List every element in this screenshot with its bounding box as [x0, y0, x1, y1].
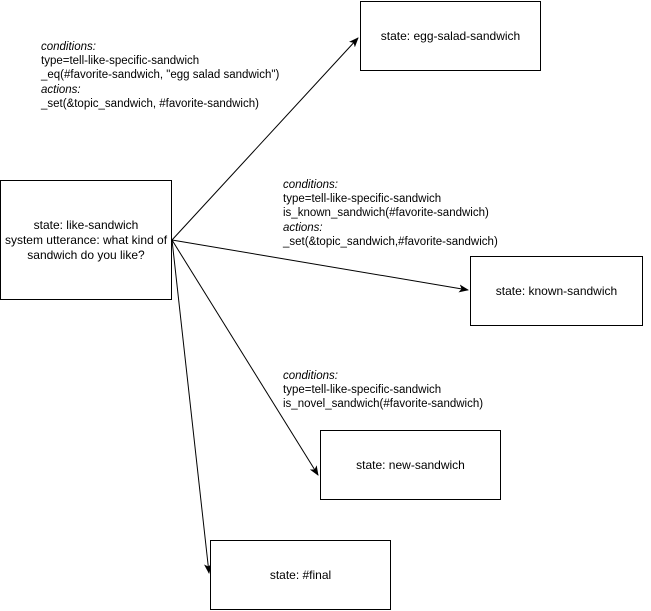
action-line: _set(&topic_sandwich, #favorite-sandwich…	[41, 97, 259, 110]
arrow-to-known-sandwich[interactable]	[171, 239, 469, 293]
condition-line: type=tell-like-specific-sandwich	[283, 193, 442, 206]
state-egg-salad-sandwich[interactable]: state: egg-salad-sandwich	[360, 1, 541, 71]
action-line: _set(&topic_sandwich,#favorite-sandwich)	[283, 235, 498, 248]
condition-line: is_known_sandwich(#favorite-sandwich)	[283, 207, 489, 220]
state-final-label: state: #final	[269, 567, 332, 582]
conditions-heading: conditions:	[283, 179, 338, 191]
state-like-sandwich-line-2: system utterance: what kind of	[4, 232, 168, 247]
state-known-sandwich-label: state: known-sandwich	[495, 283, 618, 298]
conditions-heading: conditions:	[283, 370, 338, 382]
edge-label-new-sandwich: conditions: type=tell-like-specific-sand…	[283, 369, 483, 412]
condition-line: is_novel_sandwich(#favorite-sandwich)	[283, 398, 484, 411]
actions-heading: actions:	[283, 221, 323, 234]
edge-label-egg-salad: conditions: type=tell-like-specific-sand…	[41, 40, 279, 111]
condition-line: type=tell-like-specific-sandwich	[41, 55, 200, 68]
edge-label-known-sandwich: conditions: type=tell-like-specific-sand…	[283, 178, 498, 249]
arrow-to-new-sandwich[interactable]	[171, 239, 319, 476]
arrow-to-egg-salad-sandwich[interactable]	[171, 37, 359, 241]
condition-line: type=tell-like-specific-sandwich	[283, 384, 442, 397]
condition-line: _eq(#favorite-sandwich, "egg salad sandw…	[41, 69, 280, 82]
arrow-to-final[interactable]	[171, 239, 212, 574]
state-new-sandwich[interactable]: state: new-sandwich	[320, 430, 501, 500]
actions-heading: actions:	[41, 83, 81, 96]
state-like-sandwich-line-3: sandwich do you like?	[27, 247, 145, 262]
state-like-sandwich-line-1: state: like-sandwich	[33, 217, 139, 232]
state-new-sandwich-label: state: new-sandwich	[356, 457, 465, 472]
state-known-sandwich[interactable]: state: known-sandwich	[470, 256, 643, 326]
conditions-heading: conditions:	[41, 41, 96, 53]
state-like-sandwich[interactable]: state: like-sandwich system utterance: w…	[0, 180, 172, 300]
state-egg-salad-sandwich-label: state: egg-salad-sandwich	[380, 28, 521, 43]
state-final[interactable]: state: #final	[210, 540, 391, 610]
